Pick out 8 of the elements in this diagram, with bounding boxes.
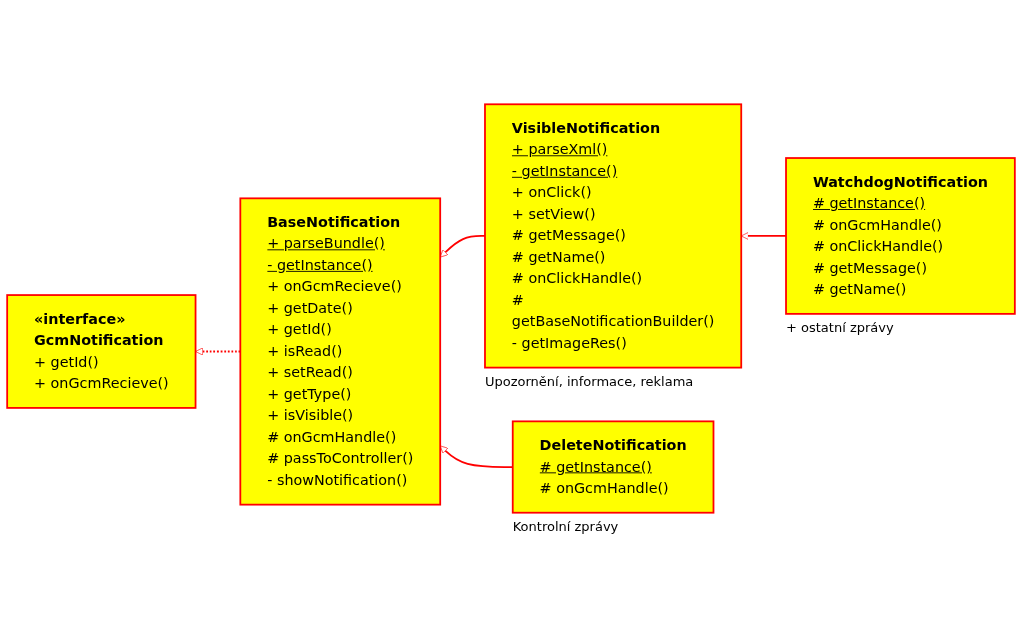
node-box: WatchdogNotification # getInstance() # onGcmHandle() # onClickHandle() # getMessage() # getName() (785, 157, 1016, 315)
note-text: Kontrolní zprávy (512, 518, 619, 534)
note-text: + ostatní zprávy (786, 319, 894, 335)
node-box: VisibleNotification + parseXml() - getInstance() + onClick() + setView() # getMessage() # getName() # onClickHandle() # getBaseNotificationBuilder() - getImageRes() (484, 103, 743, 369)
node-box: «interface» GcmNotification + getId() + onGcmRecieve() (6, 294, 197, 409)
note-text: Upozornění, informace, reklama (484, 373, 694, 389)
node-box: BaseNotification + parseBundle() - getInstance() + onGcmRecieve() + getDate() + getId() + isRead() + setRead() + getType() + isVisible() # onGcmHandle() # passToController() - showNotification() (239, 197, 442, 506)
node-box: DeleteNotification # getInstance() # onGcmHandle() (511, 420, 715, 514)
